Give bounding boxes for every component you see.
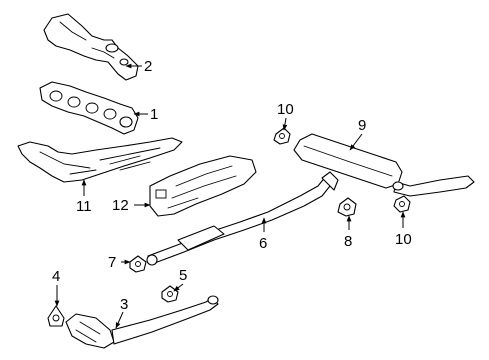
callout-5: 5: [179, 267, 187, 284]
part-12-center-heat-shield: [149, 155, 257, 217]
part-11-floor-heat-shield: [17, 137, 183, 183]
callout-12: 12: [112, 197, 129, 214]
part-5-gasket: [161, 285, 179, 303]
part-6-intermediate-pipe: [146, 171, 339, 266]
callout-2: 2: [144, 58, 152, 75]
callout-11: 11: [76, 198, 92, 215]
callout-10-lower: 10: [395, 231, 412, 248]
part-1-exhaust-manifold: [39, 81, 139, 135]
leader-5: [173, 283, 184, 292]
part-9-muffler: [293, 133, 475, 197]
part-7-gasket: [129, 255, 147, 273]
leader-lines: [54, 63, 406, 329]
part-4-gasket: [47, 305, 65, 327]
callout-1: 1: [150, 106, 158, 123]
callout-labels: 2 1 11 12 6 7 5 4 3 10 9 8 10: [52, 58, 412, 313]
callout-3: 3: [120, 296, 128, 313]
part-10-hanger-upper: [273, 127, 291, 145]
callout-4: 4: [52, 268, 60, 285]
part-3-catalytic-converter: [65, 295, 219, 349]
callout-9: 9: [358, 117, 366, 134]
part-10-hanger-lower: [393, 195, 411, 213]
part-2-upper-heat-shield: [43, 13, 139, 81]
callout-7: 7: [108, 254, 116, 271]
part-8-hanger: [337, 197, 357, 217]
callout-8: 8: [344, 233, 352, 250]
leader-9: [349, 133, 363, 151]
leader-10-upper: [282, 117, 288, 131]
callout-6: 6: [259, 235, 267, 252]
callout-10-upper: 10: [277, 101, 294, 118]
leader-3: [115, 311, 124, 329]
